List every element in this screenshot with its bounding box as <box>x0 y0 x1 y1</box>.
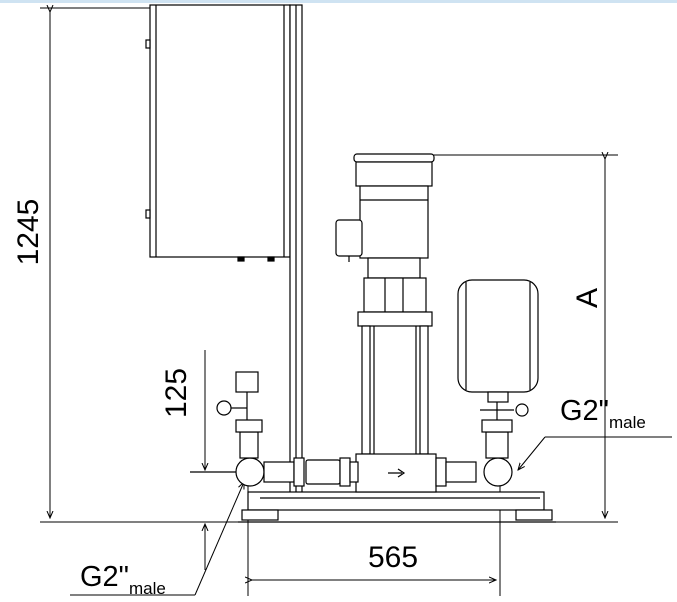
suction-height-label: 125 <box>160 368 193 418</box>
inlet-size: G2" <box>80 561 129 593</box>
window-top-edge <box>0 0 677 3</box>
width-label: 565 <box>368 541 418 574</box>
outlet-size: G2" <box>560 395 609 427</box>
base-frame <box>238 491 556 523</box>
support-column <box>289 4 303 496</box>
pump-height-label: A <box>571 288 604 308</box>
dimension-suction-height <box>198 350 240 570</box>
outlet-leader <box>518 436 672 470</box>
suction-manifold <box>190 371 359 487</box>
outlet-connection-label: G2"male <box>560 395 646 432</box>
pump-body <box>355 311 437 493</box>
inlet-connection-label: G2"male <box>80 561 166 598</box>
inlet-leader <box>70 482 244 596</box>
pressure-vessel <box>457 279 539 403</box>
discharge-manifold <box>435 400 529 487</box>
control-cabinet <box>145 4 291 262</box>
total-height-label: 1245 <box>12 199 45 266</box>
inlet-suffix: male <box>129 579 166 598</box>
dimension-total-height <box>40 8 250 523</box>
pump-motor <box>335 153 435 313</box>
outlet-suffix: male <box>609 413 646 432</box>
